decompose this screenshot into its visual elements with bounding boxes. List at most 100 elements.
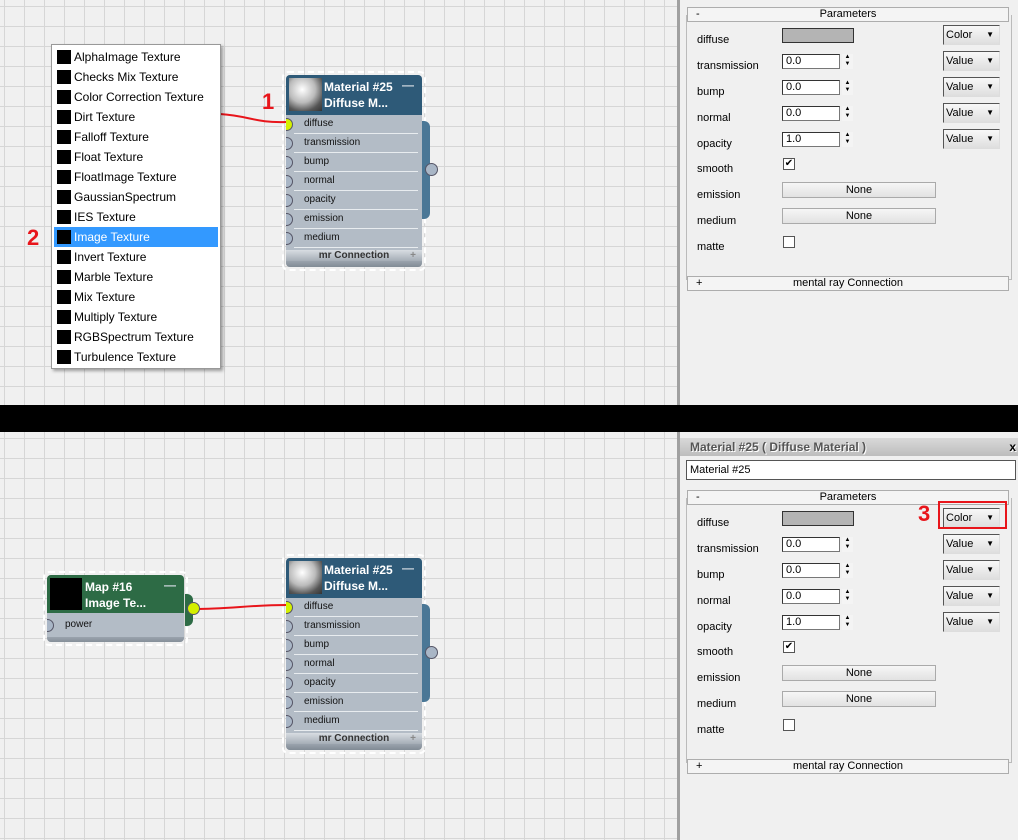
input-socket-opacity[interactable] (286, 194, 293, 207)
menu-item[interactable]: GaussianSpectrum (54, 187, 218, 207)
slot-bump[interactable]: bump (294, 153, 418, 172)
input-socket-normal[interactable] (286, 658, 293, 671)
transmission-mode-dropdown[interactable]: Value▼ (943, 534, 1000, 554)
output-socket[interactable] (425, 163, 438, 176)
slot-transmission[interactable]: transmission (294, 617, 418, 636)
diffuse-mode-dropdown[interactable]: Color▼ (943, 25, 1000, 45)
bump-mode-dropdown[interactable]: Value▼ (943, 77, 1000, 97)
input-socket-diffuse[interactable] (286, 601, 293, 614)
opacity-input[interactable]: 1.0 (782, 615, 840, 630)
resize-grip[interactable] (286, 744, 422, 750)
panel-divider[interactable] (677, 432, 680, 840)
menu-item[interactable]: Dirt Texture (54, 107, 218, 127)
smooth-checkbox[interactable]: ✔ (783, 641, 795, 653)
input-socket-transmission[interactable] (286, 620, 293, 633)
normal-spinner[interactable]: ▲▼ (842, 106, 853, 121)
slot-normal[interactable]: normal (294, 655, 418, 674)
transmission-input[interactable]: 0.0 (782, 54, 840, 69)
slot-opacity[interactable]: opacity (294, 674, 418, 693)
expand-plus-icon[interactable]: + (410, 733, 416, 744)
slot-normal[interactable]: normal (294, 172, 418, 191)
slot-emission[interactable]: emission (294, 210, 418, 229)
menu-item[interactable]: Mix Texture (54, 287, 218, 307)
minimize-icon[interactable]: — (402, 561, 414, 575)
emission-map-button[interactable]: None (782, 182, 936, 198)
transmission-spinner[interactable]: ▲▼ (842, 537, 853, 552)
transmission-mode-dropdown[interactable]: Value▼ (943, 51, 1000, 71)
menu-item[interactable]: Multiply Texture (54, 307, 218, 327)
input-socket-normal[interactable] (286, 175, 293, 188)
input-socket-bump[interactable] (286, 639, 293, 652)
opacity-mode-dropdown[interactable]: Value▼ (943, 129, 1000, 149)
emission-map-button[interactable]: None (782, 665, 936, 681)
normal-input[interactable]: 0.0 (782, 589, 840, 604)
menu-item[interactable]: Invert Texture (54, 247, 218, 267)
menu-item[interactable]: Falloff Texture (54, 127, 218, 147)
mental-ray-connection-rollout[interactable]: +mental ray Connection (687, 276, 1009, 291)
menu-item[interactable]: Image Texture (54, 227, 218, 247)
input-socket-bump[interactable] (286, 156, 293, 169)
transmission-input[interactable]: 0.0 (782, 537, 840, 552)
menu-item[interactable]: Turbulence Texture (54, 347, 218, 367)
expand-plus-icon[interactable]: + (410, 250, 416, 261)
slot-emission[interactable]: emission (294, 693, 418, 712)
menu-item[interactable]: Checks Mix Texture (54, 67, 218, 87)
matte-checkbox[interactable] (783, 719, 795, 731)
matte-checkbox[interactable] (783, 236, 795, 248)
minimize-icon[interactable]: — (164, 578, 176, 592)
slot-medium[interactable]: medium (294, 712, 418, 731)
parameters-rollout-header[interactable]: -Parameters (687, 490, 1009, 505)
slot-bump[interactable]: bump (294, 636, 418, 655)
slot-diffuse[interactable]: diffuse (294, 115, 418, 134)
mr-connection-bar[interactable]: mr Connection+ (286, 250, 422, 261)
collapse-icon[interactable]: - (696, 491, 700, 503)
transmission-spinner[interactable]: ▲▼ (842, 54, 853, 69)
diffuse-color-swatch[interactable] (782, 28, 854, 43)
expand-icon[interactable]: + (696, 760, 703, 772)
resize-grip[interactable] (47, 637, 184, 642)
opacity-mode-dropdown[interactable]: Value▼ (943, 612, 1000, 632)
bump-spinner[interactable]: ▲▼ (842, 563, 853, 578)
input-socket-emission[interactable] (286, 213, 293, 226)
input-socket-diffuse[interactable] (286, 118, 293, 131)
menu-item[interactable]: AlphaImage Texture (54, 47, 218, 67)
diffuse-color-swatch[interactable] (782, 511, 854, 526)
opacity-spinner[interactable]: ▲▼ (842, 615, 853, 630)
opacity-input[interactable]: 1.0 (782, 132, 840, 147)
bump-spinner[interactable]: ▲▼ (842, 80, 853, 95)
normal-mode-dropdown[interactable]: Value▼ (943, 586, 1000, 606)
menu-item[interactable]: Marble Texture (54, 267, 218, 287)
slot-diffuse[interactable]: diffuse (294, 598, 418, 617)
input-socket-medium[interactable] (286, 232, 293, 245)
expand-icon[interactable]: + (696, 277, 703, 289)
panel-divider[interactable] (677, 0, 680, 405)
input-socket-transmission[interactable] (286, 137, 293, 150)
collapse-icon[interactable]: - (696, 8, 700, 20)
normal-spinner[interactable]: ▲▼ (842, 589, 853, 604)
slot-transmission[interactable]: transmission (294, 134, 418, 153)
close-icon[interactable]: x (1009, 440, 1016, 454)
bump-mode-dropdown[interactable]: Value▼ (943, 560, 1000, 580)
input-socket-power[interactable] (47, 619, 54, 632)
material-name-field[interactable]: Material #25 (686, 460, 1016, 480)
normal-mode-dropdown[interactable]: Value▼ (943, 103, 1000, 123)
slot-power[interactable]: power (55, 616, 180, 635)
bump-input[interactable]: 0.0 (782, 563, 840, 578)
menu-item[interactable]: RGBSpectrum Texture (54, 327, 218, 347)
output-socket[interactable] (425, 646, 438, 659)
input-socket-opacity[interactable] (286, 677, 293, 690)
minimize-icon[interactable]: — (402, 78, 414, 92)
diffuse-mode-dropdown[interactable]: Color▼ (943, 508, 1000, 528)
map-output-socket[interactable] (187, 602, 200, 615)
input-socket-emission[interactable] (286, 696, 293, 709)
input-socket-medium[interactable] (286, 715, 293, 728)
resize-grip[interactable] (286, 261, 422, 267)
bump-input[interactable]: 0.0 (782, 80, 840, 95)
mental-ray-connection-rollout[interactable]: +mental ray Connection (687, 759, 1009, 774)
